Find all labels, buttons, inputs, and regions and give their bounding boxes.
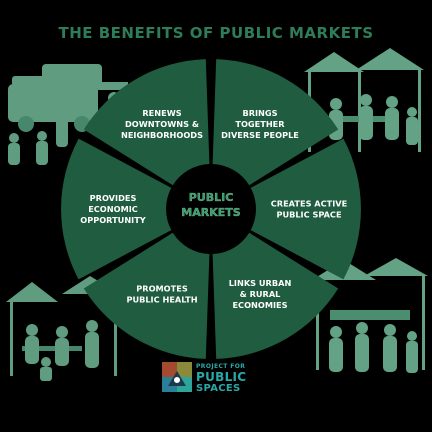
- wheel-segment-renews: [83, 59, 210, 186]
- wheel-segment-public-health: [83, 232, 210, 359]
- market-tent-diners-illustration: [304, 48, 424, 152]
- segment-label-line: TOGETHER: [235, 119, 285, 129]
- center-label-line-1: PUBLIC: [189, 191, 234, 204]
- segment-label-line: PUBLIC HEALTH: [126, 294, 197, 304]
- segment-label-line: & RURAL: [240, 289, 281, 299]
- wheel-segment-active-space: [250, 138, 361, 280]
- segment-label-line: OPPORTUNITY: [80, 215, 147, 225]
- segment-label-line: PROMOTES: [136, 283, 188, 293]
- wheel-segment-brings-together: [212, 59, 339, 186]
- wheel-segment-economic-opportunity: [61, 138, 172, 280]
- segment-label-line: BRINGS: [242, 108, 277, 118]
- segment-label-line: DIVERSE PEOPLE: [221, 130, 299, 140]
- segment-label-line: ECONOMIC: [88, 204, 138, 214]
- segment-label-line: NEIGHBORHOODS: [121, 130, 203, 140]
- pps-logo-icon: [162, 362, 192, 392]
- logo-text-line-3: SPACES: [196, 383, 241, 394]
- segment-label-line: LINKS URBAN: [229, 278, 292, 288]
- segment-label-line: PUBLIC SPACE: [276, 210, 341, 220]
- segment-label-line: CREATES ACTIVE: [271, 199, 347, 209]
- segment-label-line: PROVIDES: [90, 193, 137, 203]
- center-label-line-2: MARKETS: [181, 206, 240, 219]
- logo-text-line-1: PROJECT FOR: [196, 363, 246, 370]
- pps-logo: PROJECT FOR PUBLIC SPACES: [162, 362, 252, 396]
- wheel-segment-links-economies: [212, 232, 339, 359]
- outdoor-dining-scene-illustration: [6, 276, 120, 381]
- segment-label-line: RENEWS: [142, 108, 181, 118]
- segment-label-line: DOWNTOWNS &: [125, 119, 199, 129]
- logo-text-line-2: PUBLIC: [196, 370, 247, 384]
- infographic-title: THE BENEFITS OF PUBLIC MARKETS: [58, 24, 374, 42]
- segment-label-line: ECONOMIES: [232, 300, 287, 310]
